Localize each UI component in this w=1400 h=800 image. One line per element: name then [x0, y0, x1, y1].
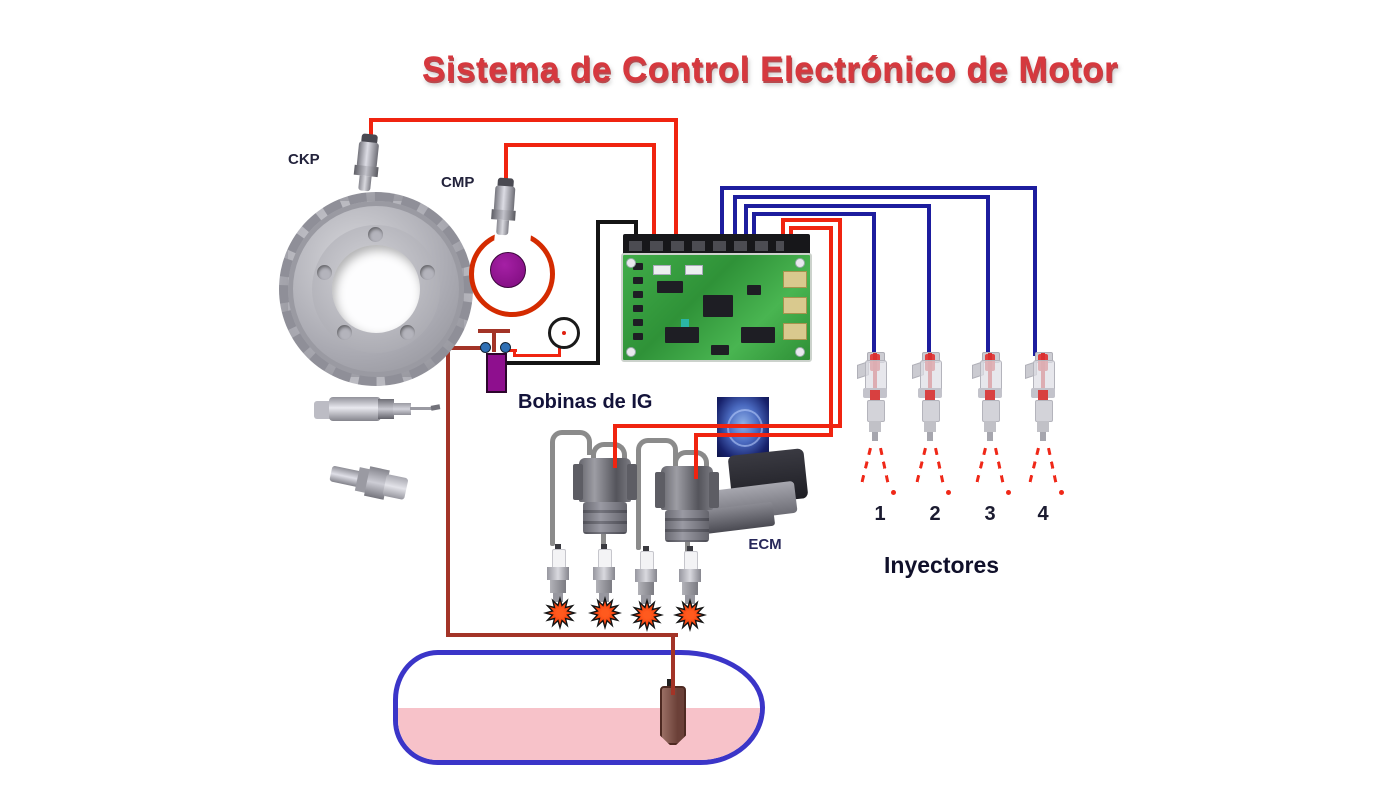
pump-wire-vertical [446, 344, 450, 637]
temperature-sensor-icon [326, 448, 419, 516]
fuel-spray-icon [1028, 447, 1040, 484]
injector3-wire-down [986, 195, 990, 356]
igniter-icon [486, 353, 507, 393]
terminal-dot-icon [500, 342, 511, 353]
injector1-wire-up [752, 212, 756, 240]
battery-stem-icon [492, 331, 496, 352]
ckp-wire-horizontal [369, 118, 678, 122]
coil2-wire-drop [694, 433, 698, 479]
injector4-wire-down [1033, 186, 1037, 356]
fuel-spray-icon [879, 447, 890, 484]
injector-icon [912, 352, 948, 444]
igniter-wire-drop [634, 220, 638, 242]
inyectores-label: Inyectores [884, 552, 1000, 578]
injector2-wire-down [927, 204, 931, 356]
injector-icon [1025, 352, 1061, 444]
ht-lead-loop-icon [550, 430, 592, 455]
injector4-wire-across [720, 186, 1037, 190]
cmp-wire-vertical [504, 143, 508, 186]
fuel-spray-icon [860, 447, 872, 484]
coil2-wire-top [789, 226, 833, 230]
ecu-connector-strip [623, 234, 810, 255]
pump-wire-horizontal [446, 633, 678, 637]
injector2-wire-across [744, 204, 931, 208]
battery-feed-wire [447, 346, 483, 350]
cmp-rotor-magnet-icon [490, 252, 526, 288]
keyswitch-wire-c [513, 354, 561, 357]
coil1-wire-drop [613, 424, 617, 468]
spark-plug-icon [635, 546, 657, 604]
pump-wire-drop [671, 633, 675, 695]
ignition-switch-icon [548, 317, 580, 349]
fuel-spray-icon [934, 447, 945, 484]
injector-icon [972, 352, 1008, 444]
spark-plug-icon [593, 544, 615, 602]
ignition-coil-icon [655, 450, 719, 545]
fuel-level [398, 708, 760, 760]
coil2-wire-across [694, 433, 833, 437]
ht-lead-icon [685, 533, 690, 555]
injector-number-3: 3 [984, 503, 996, 525]
ht-lead-icon [550, 446, 555, 546]
coil2-wire-up [789, 226, 793, 240]
cmp-sensor-icon [487, 177, 521, 237]
bobinas-label: Bobinas de IG [518, 391, 653, 413]
cmp-wire-drop [652, 143, 656, 240]
coil1-wire-up [781, 218, 785, 240]
page-title: Sistema de Control Electrónico de Motor [421, 50, 1119, 89]
fuel-pump-terminal [667, 679, 674, 688]
coil1-wire-top [781, 218, 842, 222]
reluctor-gear-icon [279, 192, 473, 386]
injector4-wire-up [720, 186, 724, 240]
keyswitch-wire-b [513, 349, 516, 357]
ckp-label: CKP [288, 151, 320, 168]
igniter-wire-horizontal [502, 361, 600, 365]
coil1-wire-down [838, 218, 842, 424]
ht-lead-loop-icon [636, 438, 678, 463]
igniter-wire-top [596, 220, 638, 224]
ecm-label: ECM [748, 536, 782, 553]
ignition-coil-icon [573, 442, 637, 537]
cmp-label: CMP [441, 174, 475, 191]
injector-icon [857, 352, 893, 444]
injector3-wire-across [733, 195, 990, 199]
injector-number-1: 1 [874, 503, 886, 525]
ckp-wire-drop [674, 118, 678, 240]
coil2-wire-down [829, 226, 833, 433]
fuel-spray-icon [975, 447, 987, 484]
spark-plug-icon [679, 546, 701, 604]
ckp-sensor-icon [349, 133, 385, 194]
keyswitch-wire-d [558, 345, 561, 357]
fuel-spray-icon [1047, 447, 1058, 484]
keyswitch-wire-a [505, 349, 517, 352]
fuel-tank-icon [393, 650, 765, 765]
injector3-wire-up [733, 195, 737, 240]
injector1-wire-across [752, 212, 876, 216]
terminal-dot-icon [480, 342, 491, 353]
ecu-board-icon [621, 232, 812, 362]
ht-lead-icon [601, 528, 606, 552]
injector-number-2: 2 [929, 503, 941, 525]
fuel-spray-icon [915, 447, 927, 484]
injector2-wire-up [744, 204, 748, 240]
injector-number-4: 4 [1037, 503, 1049, 525]
ecu-pcb [621, 253, 812, 362]
igniter-wire-vertical [596, 220, 600, 365]
fuel-spray-icon [994, 447, 1005, 484]
injector1-wire-down [872, 212, 876, 356]
spark-plug-icon [547, 544, 569, 602]
ht-lead-icon [636, 454, 641, 550]
cmp-wire-horizontal [504, 143, 656, 147]
oxygen-sensor-icon [314, 392, 441, 428]
coil1-wire-across [613, 424, 842, 428]
